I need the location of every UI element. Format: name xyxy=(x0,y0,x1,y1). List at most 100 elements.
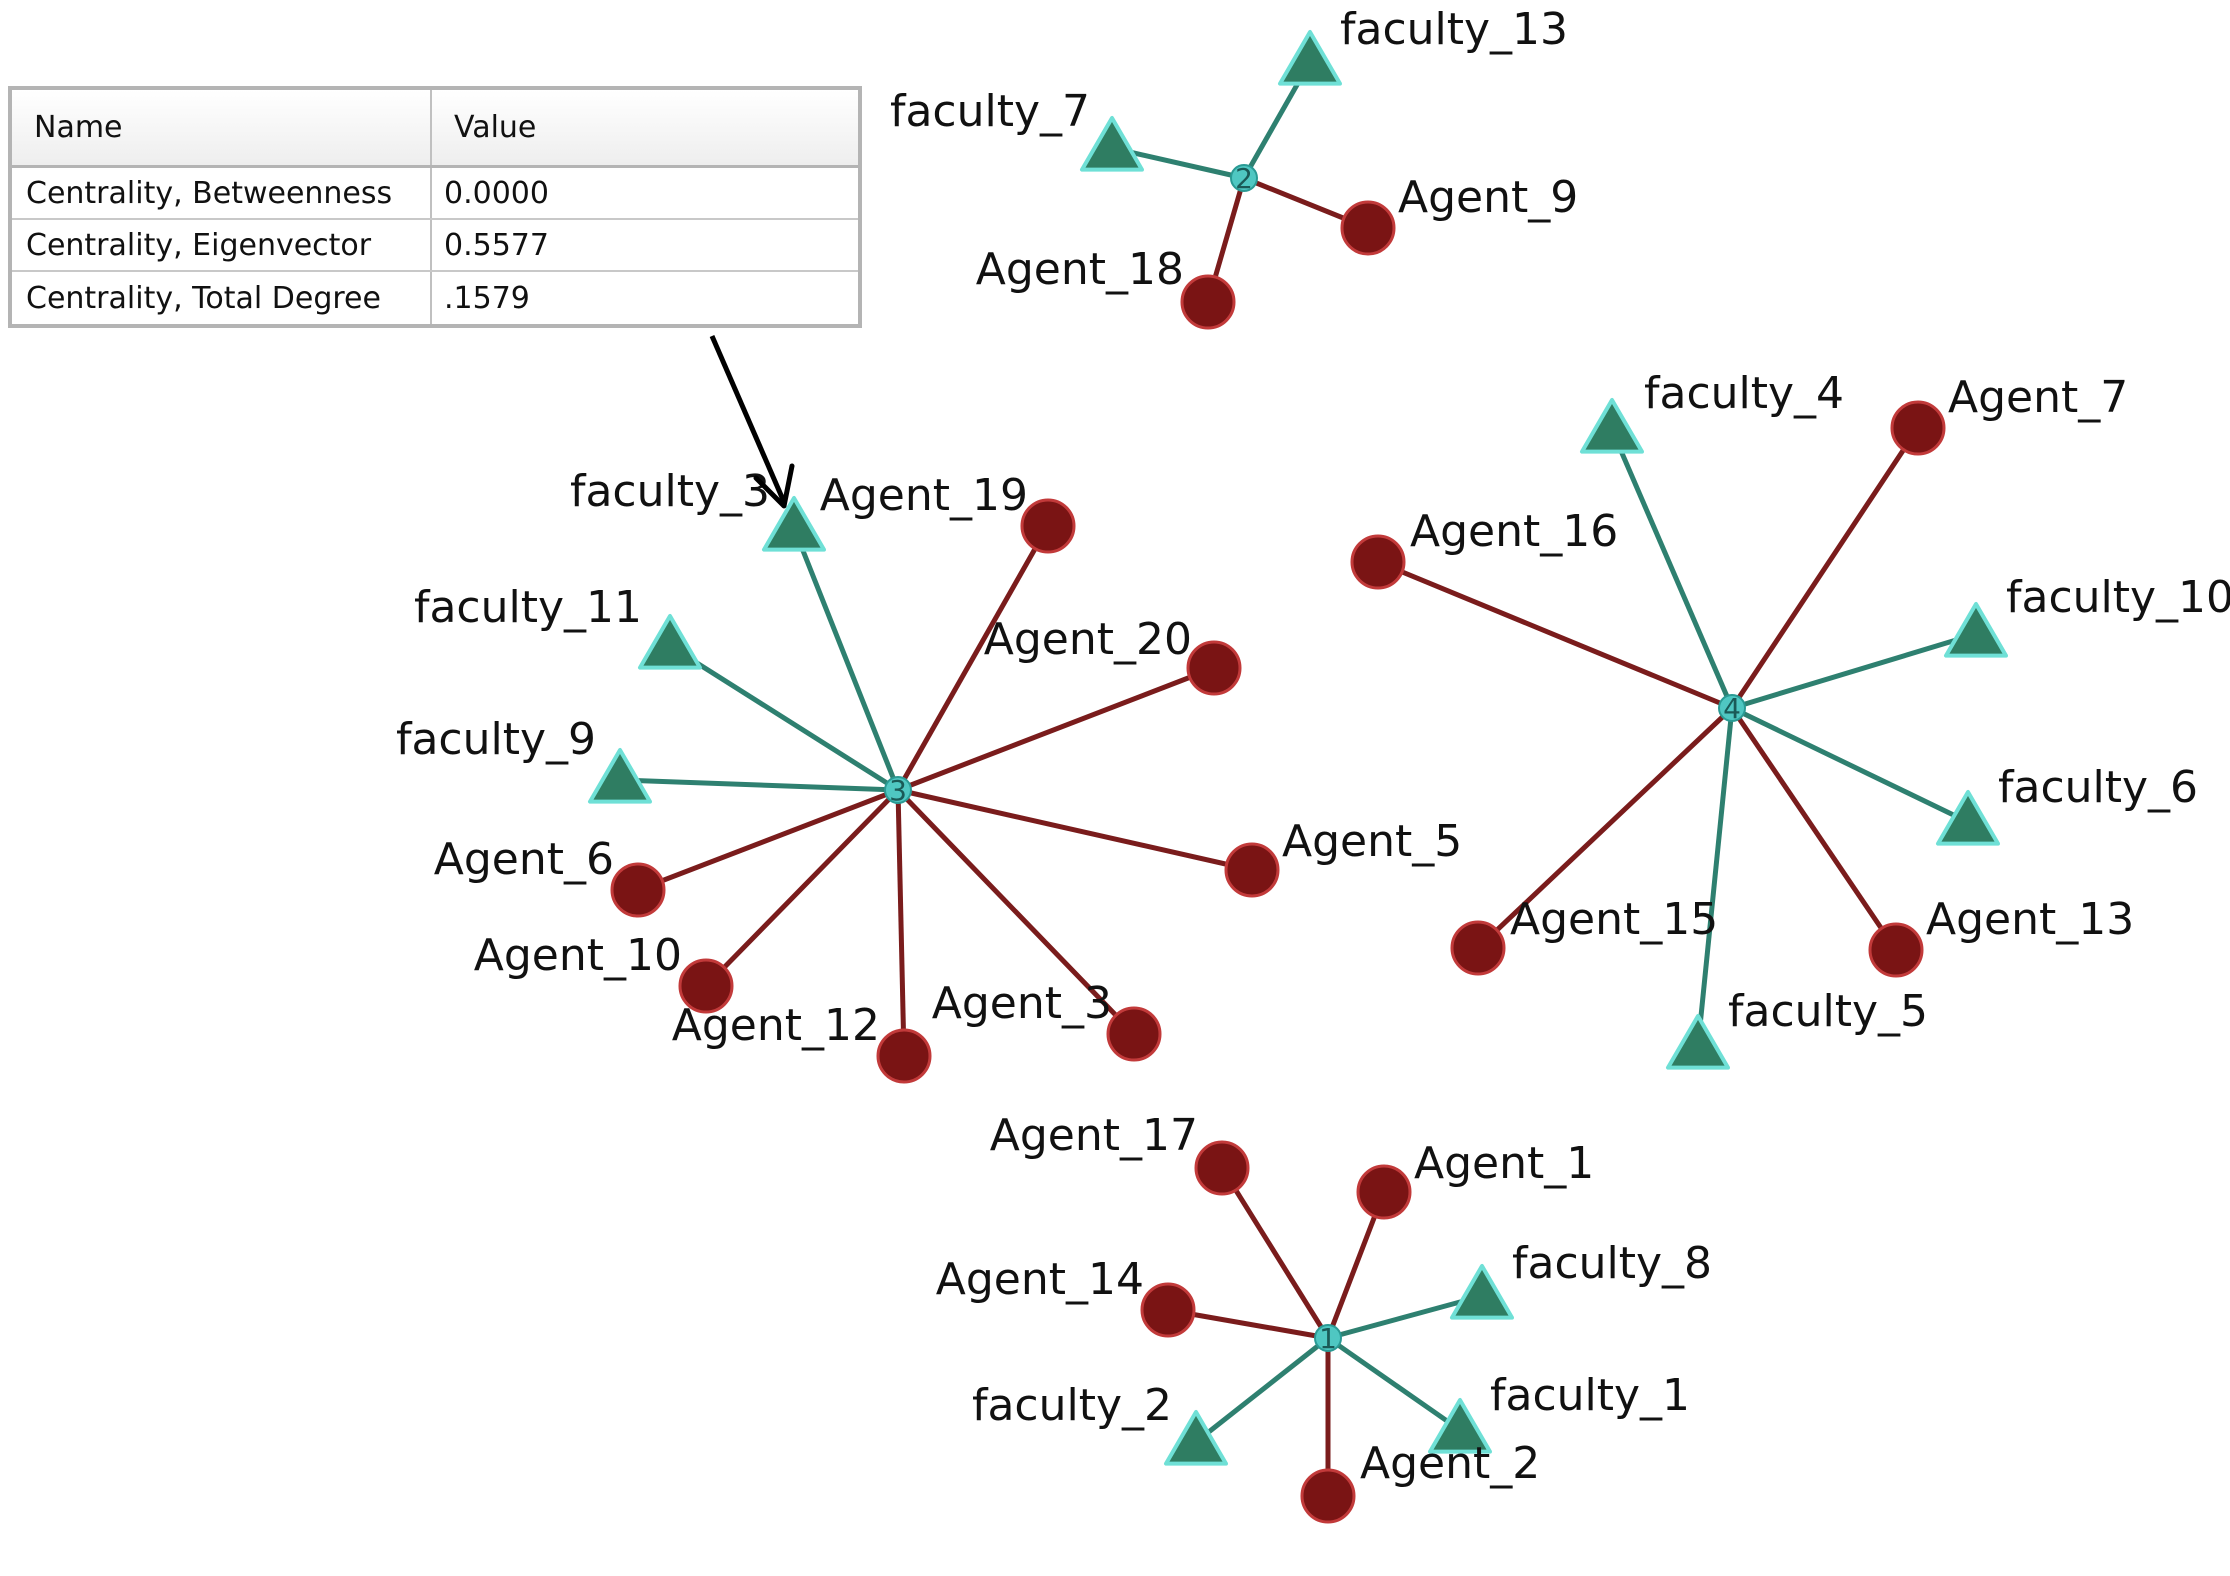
faculty-node-faculty-11[interactable] xyxy=(638,614,702,670)
hub-label: 4 xyxy=(1723,692,1741,725)
node-label-faculty-7: faculty_7 xyxy=(890,86,1090,137)
table-row[interactable]: Centrality, Total Degree .1579 xyxy=(12,272,858,324)
edge-faculty-2 xyxy=(1194,1336,1330,1444)
edge-faculty-1 xyxy=(1326,1335,1462,1433)
edge-agent-3 xyxy=(896,788,1136,1036)
agent-node-agent-18[interactable] xyxy=(1180,274,1236,330)
agent-node-agent-13[interactable] xyxy=(1868,922,1924,978)
node-label-faculty-2: faculty_2 xyxy=(972,1380,1172,1431)
faculty-node-faculty-2[interactable] xyxy=(1164,1410,1228,1466)
node-label-agent-10: Agent_10 xyxy=(474,930,682,981)
node-label-agent-14: Agent_14 xyxy=(936,1254,1144,1305)
agent-node-agent-15[interactable] xyxy=(1450,920,1506,976)
edge-faculty-6 xyxy=(1730,705,1970,825)
node-label-faculty-1: faculty_1 xyxy=(1490,1370,1690,1421)
table-row[interactable]: Centrality, Eigenvector 0.5577 xyxy=(12,220,858,272)
node-label-faculty-10: faculty_10 xyxy=(2006,572,2230,623)
node-label-agent-17: Agent_17 xyxy=(990,1110,1198,1161)
node-label-faculty-5: faculty_5 xyxy=(1728,986,1928,1037)
node-label-agent-1: Agent_1 xyxy=(1414,1138,1594,1189)
node-label-agent-2: Agent_2 xyxy=(1360,1438,1540,1489)
node-label-faculty-4: faculty_4 xyxy=(1644,368,1844,419)
hub-label: 2 xyxy=(1235,162,1253,195)
node-label-agent-16: Agent_16 xyxy=(1410,506,1618,557)
callout-arrow-shaft xyxy=(709,335,787,503)
row-name-cell: Centrality, Total Degree xyxy=(12,272,432,324)
faculty-node-faculty-4[interactable] xyxy=(1580,398,1644,454)
table-header-row: Name Value xyxy=(12,90,858,168)
faculty-node-faculty-10[interactable] xyxy=(1944,602,2008,658)
agent-node-agent-9[interactable] xyxy=(1340,200,1396,256)
edge-faculty-3 xyxy=(791,527,901,791)
node-label-agent-6: Agent_6 xyxy=(434,834,614,885)
row-value-cell: 0.0000 xyxy=(444,175,549,211)
edge-agent-16 xyxy=(1377,559,1733,711)
faculty-node-faculty-6[interactable] xyxy=(1936,790,2000,846)
node-label-agent-5: Agent_5 xyxy=(1282,816,1462,867)
table-row[interactable]: Centrality, Betweenness 0.0000 xyxy=(12,168,858,220)
callout-arrow-head xyxy=(753,463,795,509)
hub-layer: 2 3 4 1 xyxy=(884,162,1746,1355)
agent-node-agent-20[interactable] xyxy=(1186,640,1242,696)
hub-node-hub-2[interactable] xyxy=(1230,164,1258,192)
faculty-node-faculty-8[interactable] xyxy=(1450,1264,1514,1320)
agent-node-agent-16[interactable] xyxy=(1350,534,1406,590)
hub-node-hub-4[interactable] xyxy=(1718,694,1746,722)
faculty-node-faculty-7[interactable] xyxy=(1080,116,1144,172)
faculty-node-faculty-1[interactable] xyxy=(1428,1398,1492,1454)
row-name-cell: Centrality, Eigenvector xyxy=(12,220,432,270)
agent-node-agent-3[interactable] xyxy=(1106,1006,1162,1062)
edge-faculty-8 xyxy=(1327,1293,1483,1341)
edge-agent-7 xyxy=(1729,426,1921,710)
hub-label: 3 xyxy=(889,774,907,807)
agent-node-agent-7[interactable] xyxy=(1890,400,1946,456)
hub-label: 1 xyxy=(1319,1322,1337,1355)
node-label-agent-3: Agent_3 xyxy=(932,978,1112,1029)
faculty-node-faculty-5[interactable] xyxy=(1666,1014,1730,1070)
row-name-cell: Centrality, Betweenness xyxy=(12,168,432,218)
node-label-agent-12: Agent_12 xyxy=(672,1000,880,1051)
edge-agent-5 xyxy=(897,787,1253,873)
edge-agent-19 xyxy=(895,524,1051,792)
edge-faculty-5 xyxy=(1695,707,1735,1047)
node-label-faculty-11: faculty_11 xyxy=(414,582,642,633)
edge-agent-12 xyxy=(895,789,907,1057)
edge-faculty-10 xyxy=(1731,631,1977,711)
edge-agent-17 xyxy=(1219,1166,1331,1340)
edge-agent-10 xyxy=(704,788,900,988)
node-label-faculty-13: faculty_13 xyxy=(1340,4,1568,55)
label-layer: faculty_13faculty_7Agent_9Agent_18facult… xyxy=(396,4,2230,1489)
agent-node-agent-14[interactable] xyxy=(1140,1282,1196,1338)
agent-node-agent-17[interactable] xyxy=(1194,1140,1250,1196)
node-layer xyxy=(588,30,2008,1524)
node-label-faculty-8: faculty_8 xyxy=(1512,1238,1712,1289)
hub-node-hub-3[interactable] xyxy=(884,776,912,804)
node-label-agent-9: Agent_9 xyxy=(1398,172,1578,223)
hub-node-hub-1[interactable] xyxy=(1314,1324,1342,1352)
edge-faculty-11 xyxy=(668,643,900,793)
agent-node-agent-6[interactable] xyxy=(610,862,666,918)
node-label-faculty-3: faculty_3 xyxy=(570,466,770,517)
column-header-value[interactable]: Value xyxy=(454,110,537,145)
edge-layer xyxy=(619,60,1977,1496)
faculty-node-faculty-3[interactable] xyxy=(762,496,826,552)
node-label-faculty-6: faculty_6 xyxy=(1998,762,2198,813)
row-value-cell: 0.5577 xyxy=(444,227,549,263)
faculty-node-faculty-9[interactable] xyxy=(588,748,652,804)
edge-agent-13 xyxy=(1729,706,1899,952)
agent-node-agent-12[interactable] xyxy=(876,1028,932,1084)
edge-agent-15 xyxy=(1476,706,1734,950)
agent-node-agent-2[interactable] xyxy=(1300,1468,1356,1524)
edge-agent-20 xyxy=(897,665,1215,793)
agent-node-agent-19[interactable] xyxy=(1020,498,1076,554)
row-value-cell: .1579 xyxy=(444,280,530,316)
agent-node-agent-5[interactable] xyxy=(1224,842,1280,898)
faculty-node-faculty-13[interactable] xyxy=(1278,30,1342,86)
node-label-agent-20: Agent_20 xyxy=(984,614,1192,665)
node-label-agent-15: Agent_15 xyxy=(1510,894,1718,945)
edge-faculty-4 xyxy=(1609,429,1735,709)
column-header-name[interactable]: Name xyxy=(12,90,432,165)
agent-node-agent-10[interactable] xyxy=(678,958,734,1014)
node-label-agent-18: Agent_18 xyxy=(976,244,1184,295)
agent-node-agent-1[interactable] xyxy=(1356,1164,1412,1220)
